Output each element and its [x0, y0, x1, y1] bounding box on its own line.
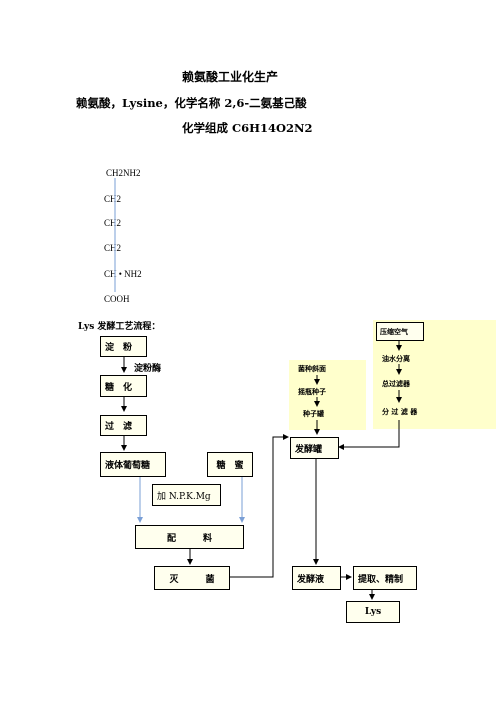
- box-product-lys: Lys: [346, 601, 400, 623]
- label-amylase: 淀粉酶: [134, 364, 162, 374]
- box-extract: 提取、精制: [353, 566, 417, 590]
- box-fermenter: 发酵罐: [290, 437, 339, 459]
- label-seed-tank: 种子罐: [303, 409, 324, 418]
- atom-ch2-1: CH2: [104, 194, 122, 204]
- box-sterilize: 灭 菌: [154, 566, 230, 590]
- box-add-npkmg: 加 N.P.K.Mg: [152, 484, 221, 506]
- label-oil-water-sep: 油水分离: [382, 354, 410, 363]
- label-slant: 菌种斜面: [298, 364, 326, 373]
- process-heading: Lys 发酵工艺流程：: [78, 322, 161, 332]
- box-molasses: 糖 蜜: [207, 452, 253, 477]
- label-sub-filter: 分 过 滤 器: [382, 407, 418, 416]
- atom-ch-nh2: CH • NH2: [104, 269, 142, 279]
- definition-line: 赖氨酸，Lysine，化学名称 2,6-二氨基己酸: [76, 96, 307, 110]
- page-title: 赖氨酸工业化生产: [182, 70, 279, 84]
- box-starch: 淀 粉: [100, 336, 147, 357]
- box-filter: 过 滤: [100, 415, 147, 436]
- label-main-filter: 总过滤器: [382, 379, 410, 388]
- formula-line: 化学组成 C6H14O2N2: [182, 121, 313, 135]
- box-liquid-glucose: 液体葡萄糖: [100, 452, 166, 477]
- atom-cooh: COOH: [104, 294, 130, 304]
- box-compressed-air: 压缩空气: [376, 322, 424, 341]
- atom-ch2-3: CH2: [104, 243, 122, 253]
- seed-train-panel: [289, 360, 366, 430]
- atom-ch2-2: CH2: [104, 218, 122, 228]
- box-batching: 配 料: [135, 525, 244, 549]
- box-broth: 发酵液: [292, 566, 341, 590]
- atom-ch2nh2: CH2NH2: [106, 168, 141, 178]
- box-saccharify: 糖 化: [100, 375, 147, 397]
- label-shake-flask: 摇瓶种子: [298, 387, 326, 396]
